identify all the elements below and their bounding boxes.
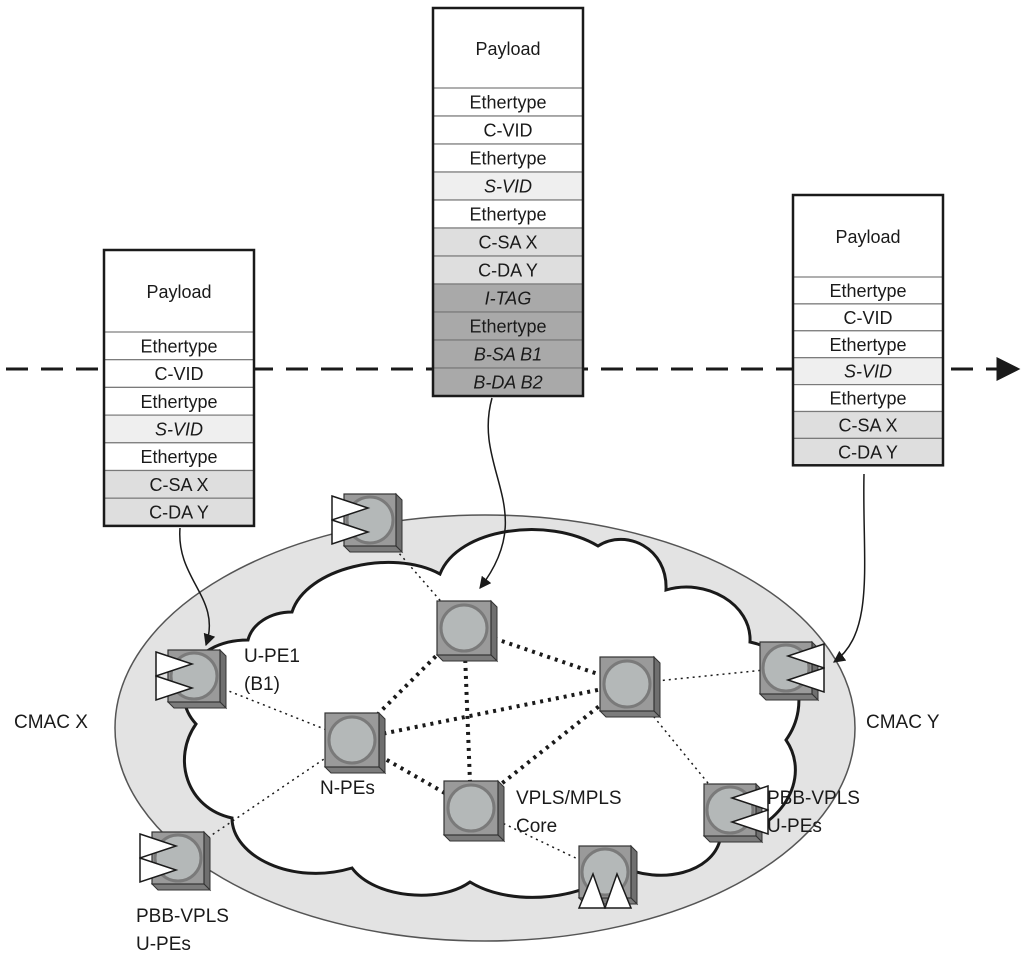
port-triangle bbox=[785, 642, 825, 670]
core-label-2: Core bbox=[516, 816, 557, 837]
header-field-label: C-VID bbox=[844, 308, 893, 328]
header-field-label: S-VID bbox=[484, 177, 532, 197]
frame-border bbox=[102, 248, 256, 528]
header-field-label: S-VID bbox=[155, 419, 203, 439]
payload-cell bbox=[433, 8, 583, 88]
header-field-cell bbox=[103, 442, 255, 472]
payload-cell bbox=[793, 195, 943, 277]
header-field-label: B-DA B2 bbox=[473, 373, 542, 393]
npe-router-icon bbox=[323, 711, 387, 775]
header-field-label: I-TAG bbox=[485, 289, 532, 309]
cmac-y-label: CMAC Y bbox=[866, 712, 940, 733]
header-field-label: C-SA X bbox=[838, 415, 897, 435]
header-field-label: Ethertype bbox=[469, 93, 546, 113]
header-field-label: C-VID bbox=[484, 121, 533, 141]
header-field-label: C-VID bbox=[155, 364, 204, 384]
upe1-id-label: (B1) bbox=[244, 674, 280, 695]
header-field-cell bbox=[432, 171, 584, 201]
header-field-label: Ethertype bbox=[829, 335, 906, 355]
port-triangle bbox=[155, 650, 195, 678]
upes-left-label: PBB-VPLS bbox=[136, 906, 229, 927]
header-field-label: C-SA X bbox=[149, 475, 208, 495]
upe-router-icon bbox=[139, 830, 212, 892]
upe-router-icon bbox=[155, 648, 228, 710]
header-field-label: Ethertype bbox=[469, 317, 546, 337]
header-field-label: Ethertype bbox=[140, 447, 217, 467]
upe1-label: U-PE1 bbox=[244, 646, 300, 667]
port-triangle bbox=[331, 518, 371, 546]
header-field-cell bbox=[432, 199, 584, 229]
frame-border bbox=[431, 6, 585, 398]
frame-stack-left: PayloadEthertypeC-VIDEthertypeS-VIDEther… bbox=[102, 248, 256, 528]
upe-router-icon bbox=[702, 782, 769, 844]
upe-router-icon bbox=[331, 492, 404, 554]
header-field-cell bbox=[432, 367, 584, 397]
npe-router-icon bbox=[598, 655, 662, 719]
core-label: VPLS/MPLS bbox=[516, 788, 622, 809]
header-field-cell bbox=[103, 469, 255, 499]
header-field-cell bbox=[103, 414, 255, 444]
header-field-label: C-DA Y bbox=[838, 442, 898, 462]
port-triangle bbox=[729, 808, 769, 836]
frame-border bbox=[791, 193, 945, 467]
payload-cell bbox=[104, 250, 254, 332]
header-field-label: S-VID bbox=[844, 362, 892, 382]
header-field-label: Ethertype bbox=[469, 205, 546, 225]
port-triangle bbox=[331, 494, 371, 522]
frame-stack-right: PayloadEthertypeC-VIDEthertypeS-VIDEther… bbox=[791, 193, 945, 467]
header-field-label: Ethertype bbox=[469, 149, 546, 169]
header-field-label: Ethertype bbox=[140, 336, 217, 356]
header-field-cell bbox=[103, 386, 255, 416]
header-field-label: Ethertype bbox=[829, 389, 906, 409]
core-cloud bbox=[182, 528, 801, 899]
port-triangle bbox=[577, 871, 607, 909]
header-field-label: C-SA X bbox=[478, 233, 537, 253]
frame-arrows bbox=[179, 397, 866, 663]
port-triangle bbox=[785, 666, 825, 694]
upes-right-label-2: U-PEs bbox=[767, 816, 822, 837]
header-field-cell bbox=[432, 227, 584, 257]
port-triangle bbox=[603, 871, 633, 909]
payload-label: Payload bbox=[835, 227, 900, 247]
header-field-label: C-DA Y bbox=[478, 261, 538, 281]
port-triangle bbox=[139, 832, 179, 860]
npe-router-icon bbox=[442, 779, 506, 843]
header-field-label: B-SA B1 bbox=[474, 345, 542, 365]
upe-router-icon bbox=[577, 844, 639, 909]
header-field-label: Ethertype bbox=[140, 392, 217, 412]
header-field-cell bbox=[792, 330, 944, 359]
header-field-cell bbox=[432, 143, 584, 173]
payload-label: Payload bbox=[146, 282, 211, 302]
npes-label: N-PEs bbox=[320, 778, 375, 799]
device-layer bbox=[139, 492, 825, 909]
frame-stack-middle: PayloadEthertypeC-VIDEthertypeS-VIDEther… bbox=[431, 6, 585, 398]
header-field-label: Ethertype bbox=[829, 281, 906, 301]
cmac-x-label: CMAC X bbox=[14, 712, 88, 733]
upes-left-label-2: U-PEs bbox=[136, 934, 191, 955]
port-triangle bbox=[729, 784, 769, 812]
npe-router-icon bbox=[435, 599, 499, 663]
payload-label: Payload bbox=[475, 39, 540, 59]
header-field-cell bbox=[432, 255, 584, 285]
upes-right-label: PBB-VPLS bbox=[767, 788, 860, 809]
port-triangle bbox=[139, 856, 179, 884]
upe-router-icon bbox=[758, 640, 825, 702]
port-triangle bbox=[155, 674, 195, 702]
header-field-cell bbox=[792, 276, 944, 305]
header-field-label: C-DA Y bbox=[149, 503, 209, 523]
header-field-cell bbox=[103, 331, 255, 361]
